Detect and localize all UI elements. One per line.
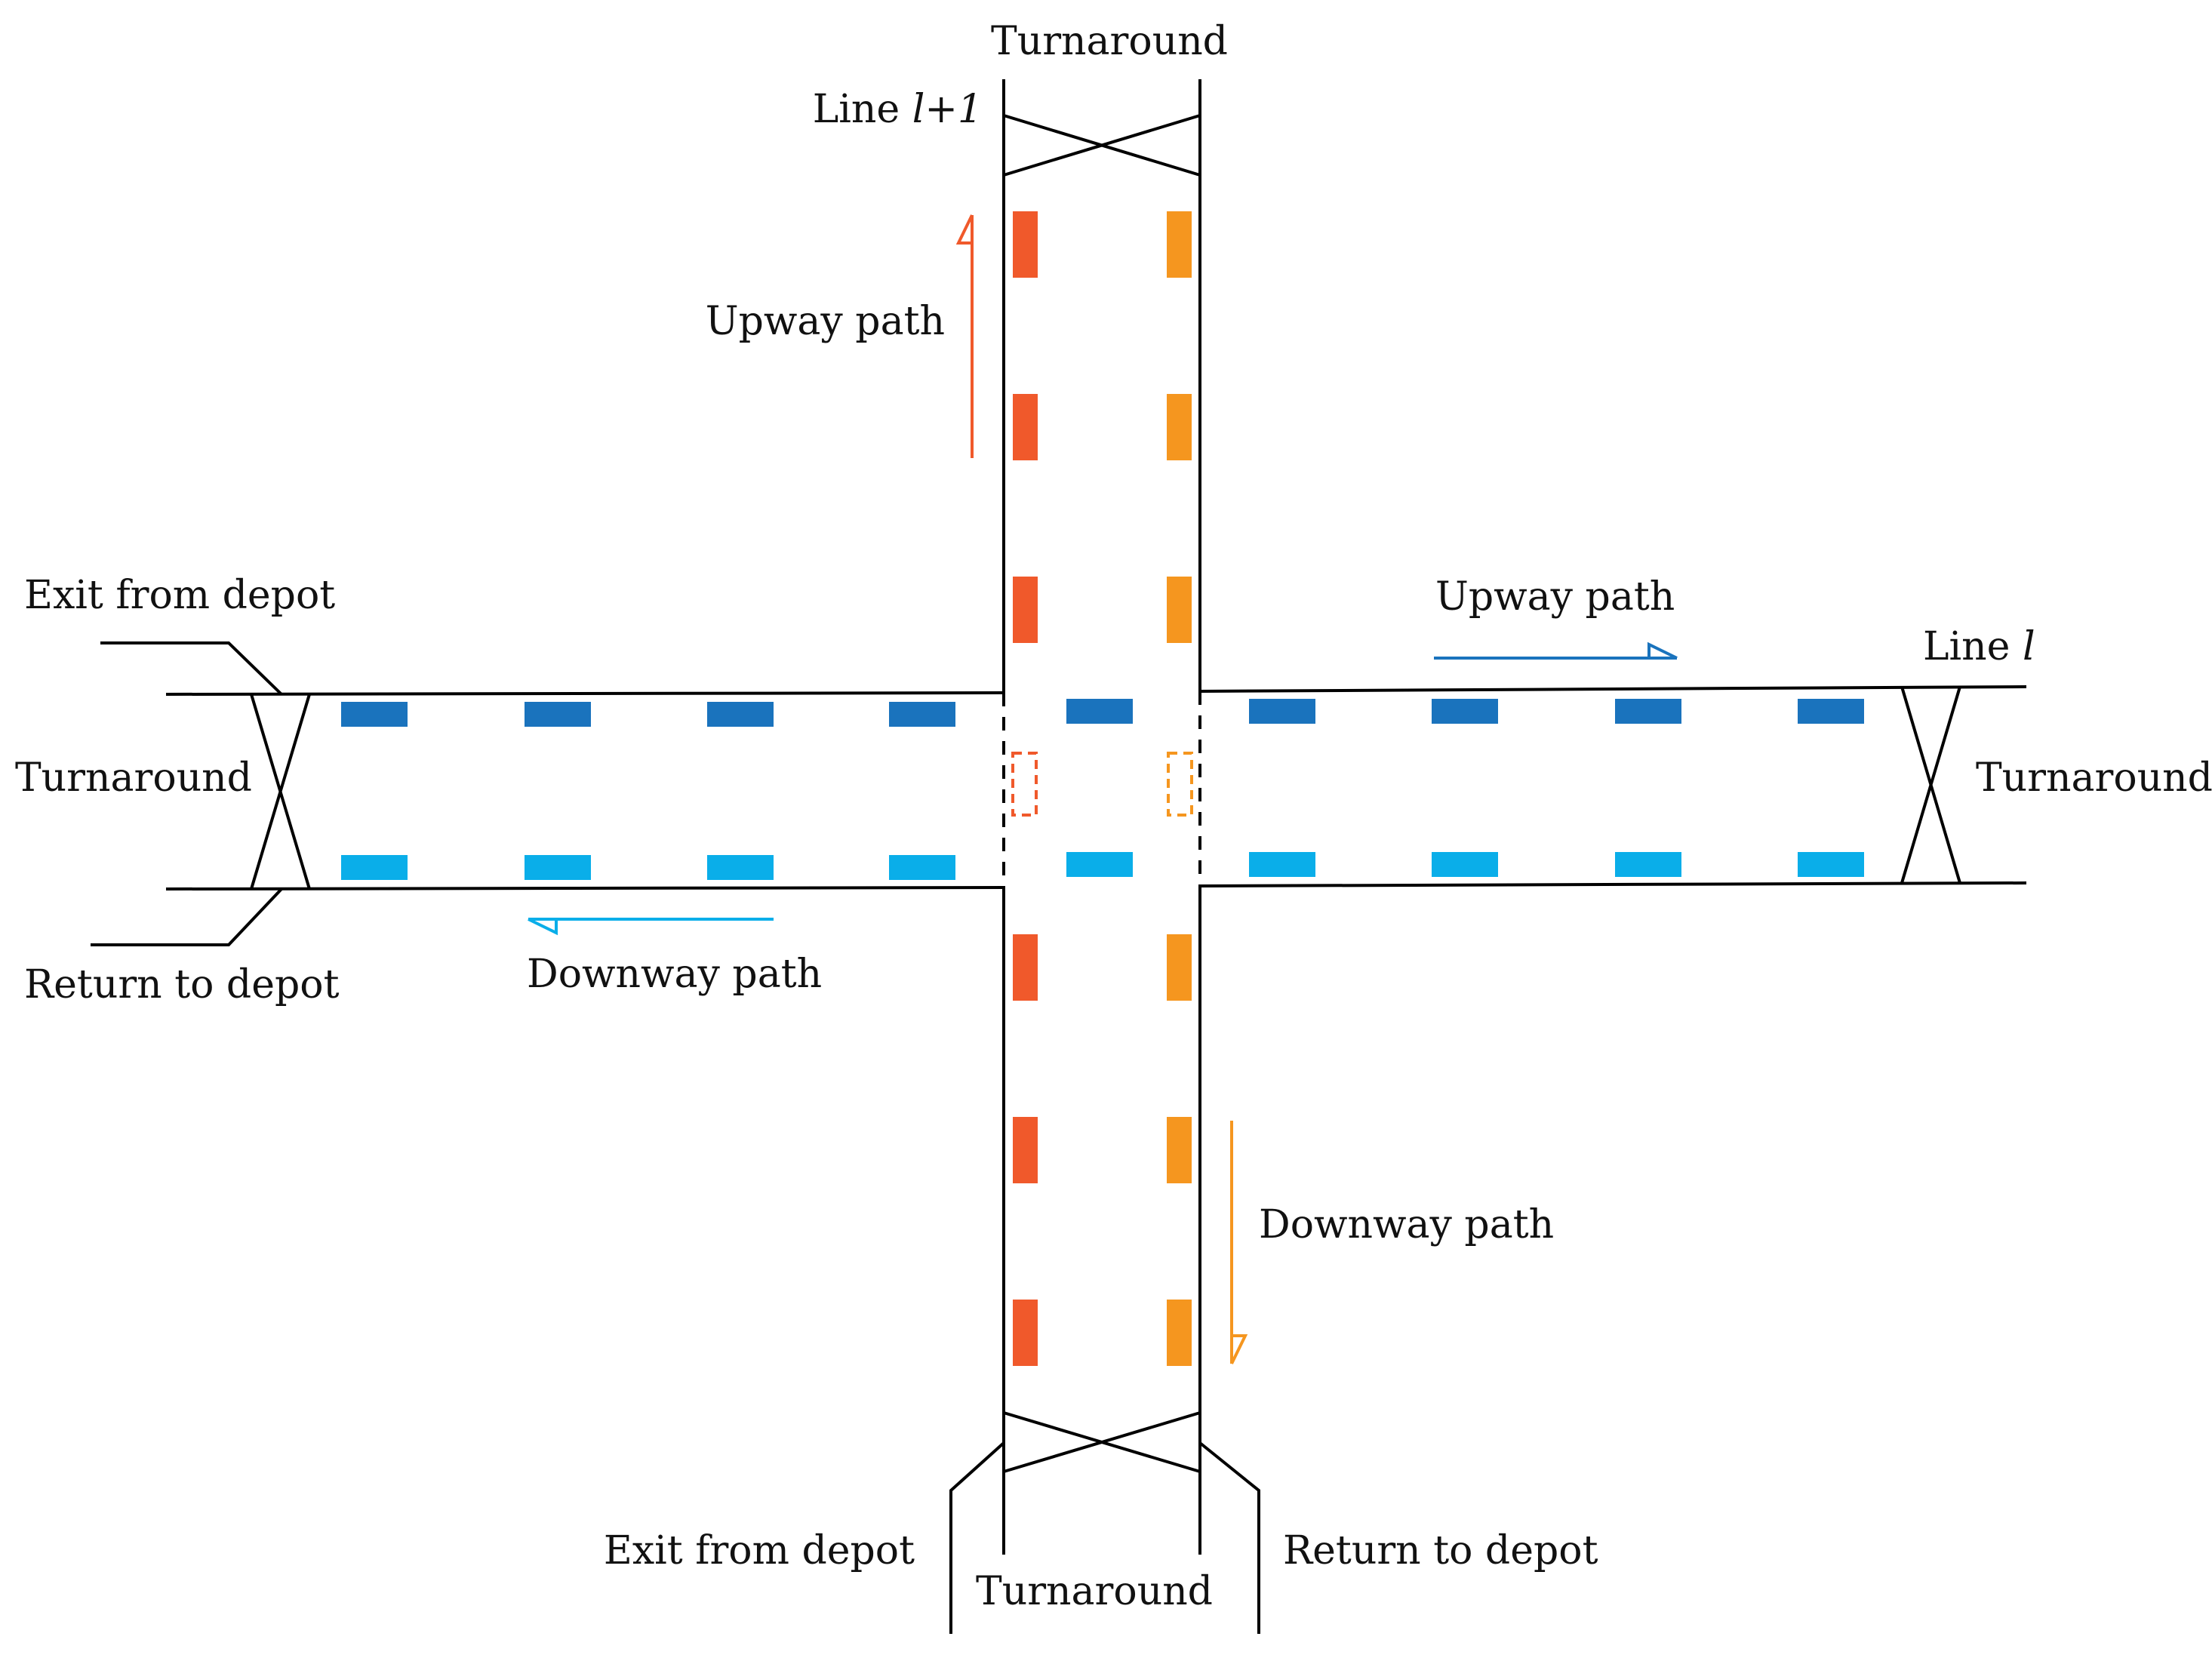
line-l1-upway-train	[1013, 1117, 1038, 1183]
line-l1-upway-train	[1013, 1300, 1038, 1366]
top-turnaround-label: Turnaround	[991, 19, 1228, 64]
line-l1-tracks	[1002, 79, 1201, 1555]
line-l1-downway-train	[1167, 211, 1192, 278]
right-turnaround-label: Turnaround	[1976, 755, 2212, 801]
left-return-to-depot-label: Return to depot	[24, 962, 340, 1007]
line-l-upway-train	[1615, 699, 1681, 724]
line-l1-upway-ghost-train	[1011, 752, 1038, 817]
line-l-upway-train	[1066, 699, 1133, 724]
line-l-upway-train	[707, 702, 774, 727]
line-l1-upway-train	[1013, 577, 1038, 643]
bottom-turnaround-label: Turnaround	[976, 1569, 1213, 1614]
bottom-return-to-depot-label: Return to depot	[1283, 1528, 1598, 1573]
line-l-downway-path-label: Downway path	[527, 952, 822, 997]
line-l1-downway-train	[1167, 1300, 1192, 1366]
line-l1-downway-train	[1167, 577, 1192, 643]
line-l1-downway-arrow	[1230, 1121, 1248, 1364]
line-l1-downway-ghost-train	[1167, 752, 1193, 817]
line-l1-downway-train	[1167, 394, 1192, 460]
line-l-upway-train	[341, 702, 408, 727]
line-l1-upway-train	[1013, 211, 1038, 278]
line-l-upway-train	[1432, 699, 1498, 724]
line-l-downway-train	[707, 855, 774, 880]
line-l1-upway-trains	[1013, 211, 1038, 1366]
line-l1-upway-train	[1013, 394, 1038, 460]
line-l1-upway-path-label: Upway path	[706, 299, 945, 344]
line-l-downway-train	[1249, 852, 1315, 877]
line-l-downway-train	[341, 855, 408, 880]
line-l-upway-trains	[341, 699, 1864, 727]
line-l1-downway-path-label: Downway path	[1259, 1202, 1554, 1247]
line-l-downway-train	[1615, 852, 1681, 877]
right-turnaround-crossover	[1900, 686, 1961, 884]
line-l1-upway-train	[1013, 934, 1038, 1001]
line-l-upway-train	[525, 702, 591, 727]
line-l-upway-train	[889, 702, 955, 727]
line-l1-upway-arrow	[955, 214, 974, 458]
line-l-upway-train	[1798, 699, 1864, 724]
left-turnaround-label: Turnaround	[15, 755, 252, 801]
top-turnaround-crossover	[1003, 114, 1201, 177]
line-l1-downway-trains	[1167, 211, 1192, 1366]
line-l1-label: Line l+1	[813, 87, 983, 132]
line-l-tracks	[165, 685, 2027, 891]
line-l-downway-train	[1432, 852, 1498, 877]
bottom-exit-from-depot-label: Exit from depot	[604, 1528, 915, 1573]
line-l-downway-train	[1066, 852, 1133, 877]
line-l-downway-arrow	[528, 918, 774, 936]
line-l-label: Line l	[1923, 624, 2035, 669]
line-l-downway-train	[525, 855, 591, 880]
left-exit-from-depot-label: Exit from depot	[24, 573, 335, 618]
line-l1-downway-train	[1167, 1117, 1192, 1183]
line-l1-downway-train	[1167, 934, 1192, 1001]
bottom-turnaround-crossover	[949, 1411, 1260, 1634]
line-l-upway-train	[1249, 699, 1315, 724]
line-l-upway-path-label: Upway path	[1435, 574, 1675, 620]
left-turnaround-crossover	[91, 641, 311, 946]
line-l-upway-arrow	[1434, 641, 1678, 660]
line-l-downway-train	[889, 855, 955, 880]
line-l-downway-train	[1798, 852, 1864, 877]
line-l-downway-trains	[341, 852, 1864, 880]
